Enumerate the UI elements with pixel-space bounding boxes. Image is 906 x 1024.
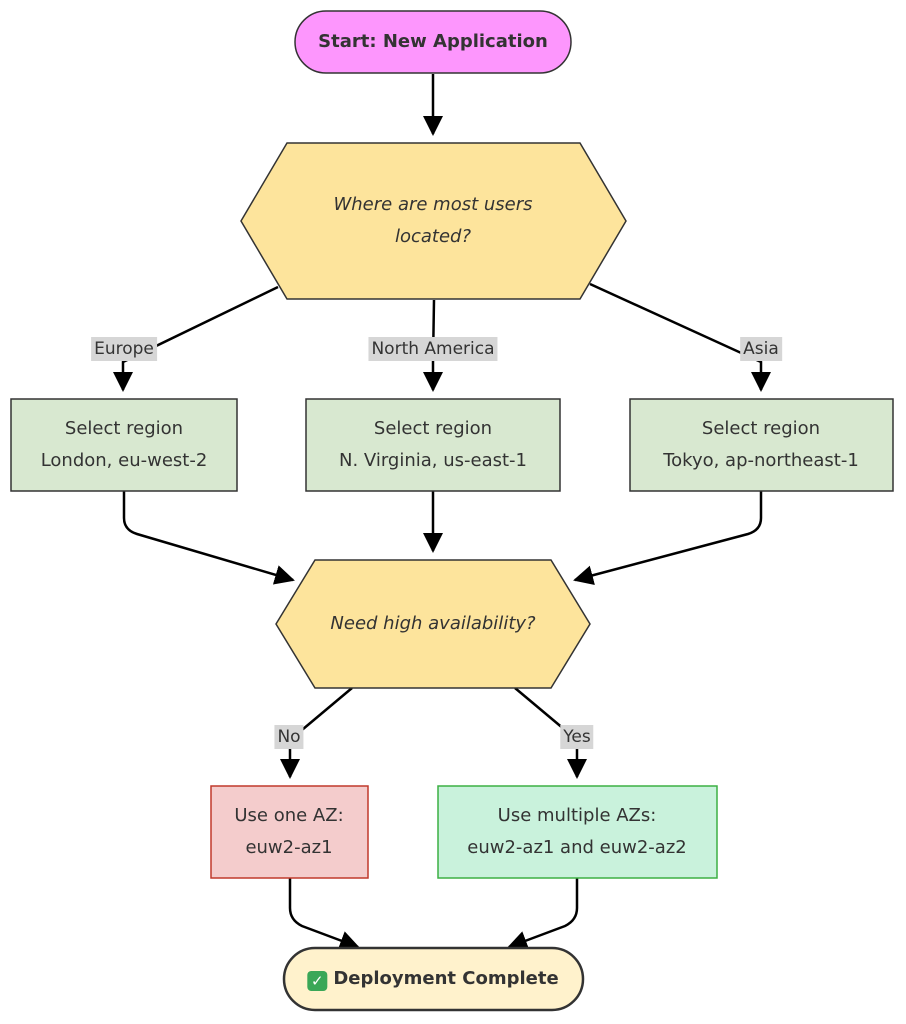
region-europe-node <box>10 398 238 492</box>
edge-label-europe: Europe <box>91 337 157 361</box>
start-node <box>294 10 572 74</box>
multi-az-node <box>437 785 718 879</box>
edge-multi-az-to-end <box>507 878 579 951</box>
edge-asia-to-ha <box>573 491 763 586</box>
one-az-label: Use one AZ: euw2-az1 <box>234 805 344 858</box>
users-decision-label: Where are most users located? <box>333 194 533 247</box>
region-asia-label: Select region Tokyo, ap-northeast-1 <box>663 418 859 471</box>
check-mark-icon: ✓ <box>307 971 328 991</box>
one-az-node <box>210 785 369 879</box>
edge-users-to-europe <box>113 285 279 392</box>
end-node <box>282 946 585 1012</box>
ha-decision-label: Need high availability? <box>330 613 536 634</box>
start-label: Start: New Application <box>318 31 548 52</box>
ha-decision-node <box>275 559 591 689</box>
region-na-node <box>305 398 561 492</box>
edge-label-no: No <box>274 725 304 749</box>
edge-label-asia: Asia <box>740 337 782 361</box>
edge-users-to-na <box>423 299 443 392</box>
multi-az-label: Use multiple AZs: euw2-az1 and euw2-az2 <box>467 805 687 858</box>
edge-one-az-to-end <box>288 878 360 951</box>
end-label: ✓Deployment Complete <box>307 963 559 995</box>
region-europe-label: Select region London, eu-west-2 <box>40 418 208 471</box>
edge-label-north-america: North America <box>368 337 498 361</box>
edge-users-to-asia <box>589 282 771 392</box>
region-asia-node <box>629 398 894 492</box>
edge-europe-to-ha <box>122 491 295 585</box>
region-na-label: Select region N. Virginia, us-east-1 <box>339 418 527 471</box>
edge-label-yes: Yes <box>560 725 594 749</box>
users-decision-node <box>240 142 627 300</box>
